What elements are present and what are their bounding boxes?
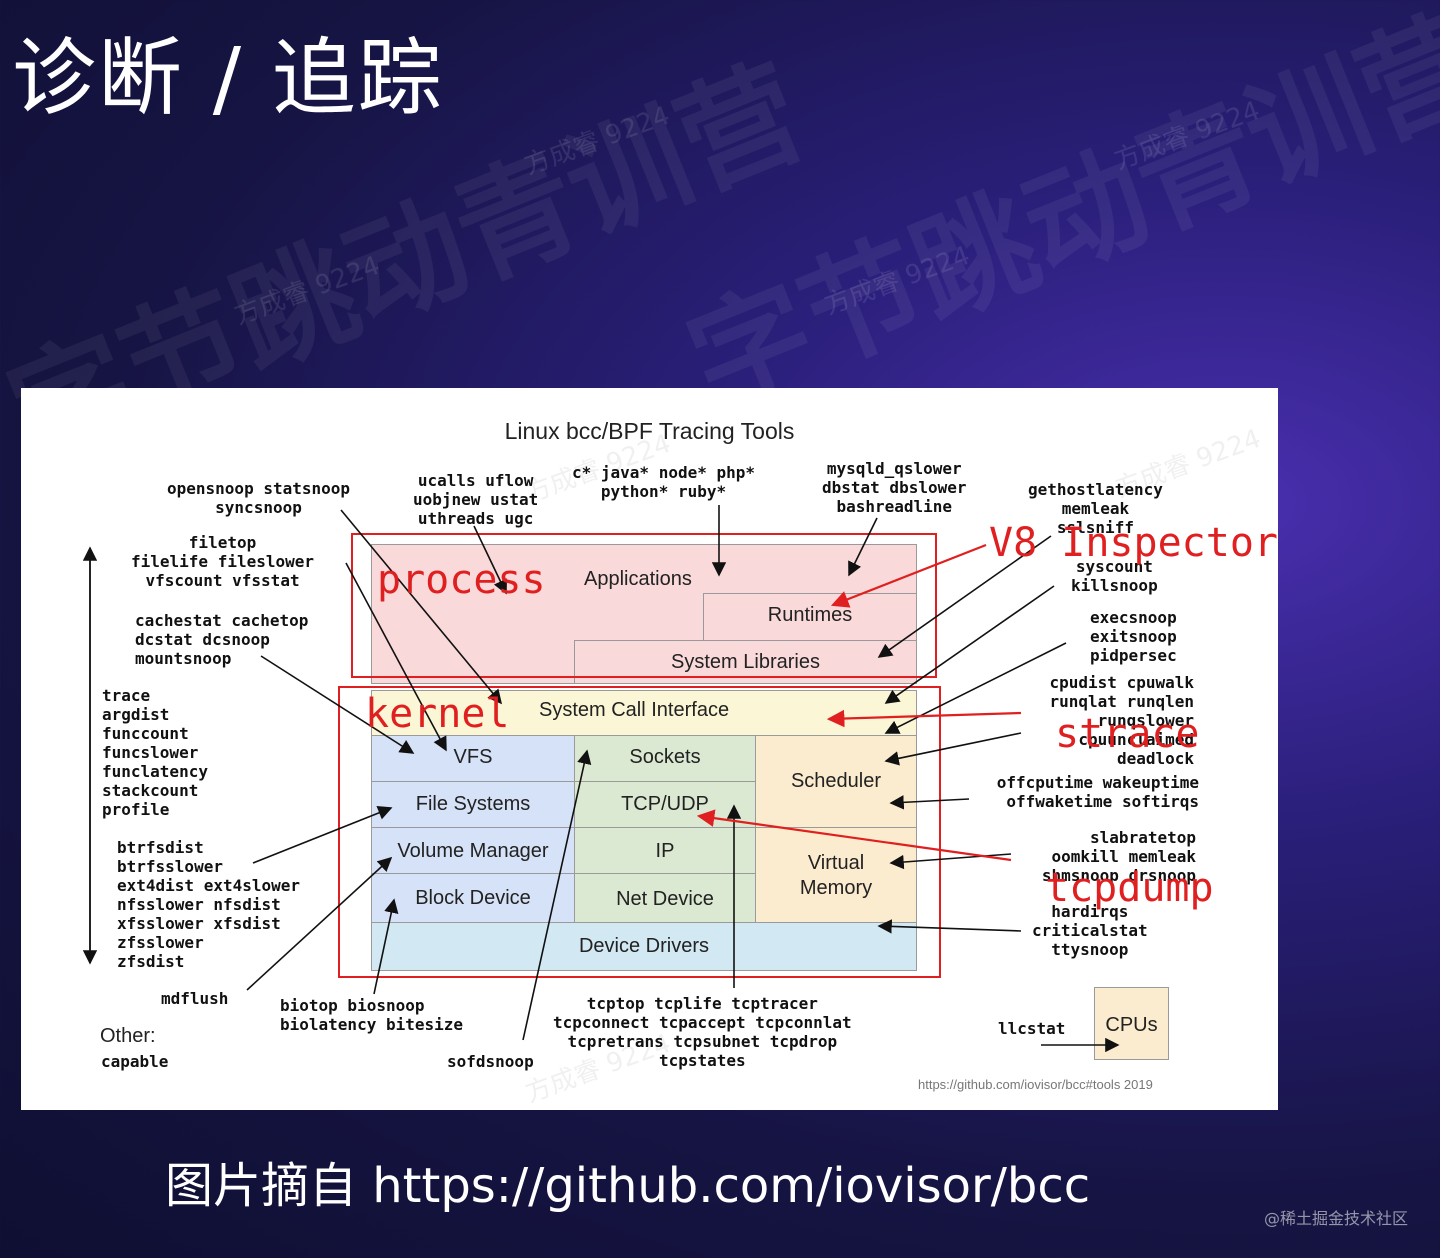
ip-box bbox=[574, 827, 756, 874]
arrow-execsnoop bbox=[884, 642, 1067, 734]
process-highlight bbox=[351, 533, 937, 678]
tool-mdflush: mdflush bbox=[161, 989, 229, 1008]
syscall-label: System Call Interface bbox=[539, 699, 730, 721]
tool-llcstat: llcstat bbox=[998, 1019, 1066, 1038]
scheduler-label: Scheduler bbox=[790, 770, 882, 792]
tcp-udp-label: TCP/UDP bbox=[621, 793, 709, 815]
process-annotation: process bbox=[377, 557, 546, 603]
virtual-memory-label: Virtual bbox=[807, 852, 865, 874]
device-drivers-box bbox=[371, 922, 917, 971]
runtimes-label: Runtimes bbox=[767, 604, 853, 626]
arrow-sofdsnoop bbox=[522, 749, 592, 1041]
applications-label: Applications bbox=[584, 568, 692, 590]
arrow-btrfs bbox=[252, 806, 393, 864]
block-device-box bbox=[371, 873, 575, 923]
arrow-gethost bbox=[877, 535, 1052, 658]
tool-capable: capable bbox=[101, 1052, 169, 1071]
arrow-slabratetop bbox=[889, 853, 1012, 870]
red-arrow-strace bbox=[826, 709, 1022, 728]
arrow-cpudist bbox=[884, 732, 1022, 766]
system-libraries-label: System Libraries bbox=[671, 651, 820, 673]
tool-sofdsnoop: sofdsnoop bbox=[447, 1052, 534, 1071]
arrow-ucalls bbox=[473, 525, 507, 595]
strace-annotation: strace bbox=[1055, 711, 1200, 757]
sockets-box bbox=[574, 735, 756, 782]
red-arrow-tcpdump bbox=[696, 809, 1012, 862]
arrow-mdflush bbox=[246, 856, 393, 991]
red-arrow-v8 bbox=[830, 543, 987, 608]
arrow-mysql bbox=[848, 517, 878, 577]
file-systems-label: File Systems bbox=[415, 793, 531, 815]
arrow-cachestat bbox=[260, 655, 415, 754]
net-device-label: Net Device bbox=[616, 888, 714, 910]
other-label: Other: bbox=[100, 1025, 156, 1047]
diagram-title: Linux bcc/BPF Tracing Tools bbox=[504, 418, 795, 444]
kernel-annotation: kernel bbox=[365, 691, 510, 737]
block-device-label: Block Device bbox=[415, 887, 531, 909]
slide-caption: 图片摘自 https://github.com/iovisor/bcc bbox=[165, 1158, 1091, 1214]
sockets-label: Sockets bbox=[629, 746, 701, 768]
virtual-memory-label: Memory bbox=[799, 877, 873, 899]
volume-manager-box bbox=[371, 827, 575, 874]
scheduler-box bbox=[755, 735, 917, 828]
volume-manager-label: Volume Manager bbox=[397, 840, 549, 862]
arrow-offcpu bbox=[889, 795, 970, 810]
arrow-opensnoop bbox=[340, 509, 503, 705]
tool-group-lang: c* java* node* php*python* ruby* bbox=[572, 463, 756, 501]
bpf-tools-diagram: Linux bcc/BPF Tracing Tools Applications… bbox=[21, 388, 1278, 1110]
slide-title: 诊断 / 追踪 bbox=[12, 29, 444, 127]
cpus-label: CPUs bbox=[1105, 1014, 1158, 1036]
net-device-box bbox=[574, 873, 756, 923]
vfs-label: VFS bbox=[453, 746, 493, 768]
arrow-filetop bbox=[345, 562, 447, 752]
arrow-syscount bbox=[884, 585, 1055, 704]
v8-inspector-annotation: V8 Inspector bbox=[989, 520, 1278, 566]
ip-label: IP bbox=[655, 840, 675, 862]
arrow-biotop bbox=[373, 898, 399, 995]
credit-badge: @稀土掘金技术社区 bbox=[1263, 1209, 1408, 1228]
arrows-layer bbox=[82, 505, 1120, 1053]
arrow-hardirqs bbox=[877, 919, 1022, 934]
kernel-highlight bbox=[338, 686, 941, 978]
tcpdump-annotation: tcpdump bbox=[1045, 865, 1214, 911]
source-url: https://github.com/iovisor/bcc#tools 201… bbox=[918, 1077, 1153, 1092]
device-drivers-label: Device Drivers bbox=[578, 935, 710, 957]
